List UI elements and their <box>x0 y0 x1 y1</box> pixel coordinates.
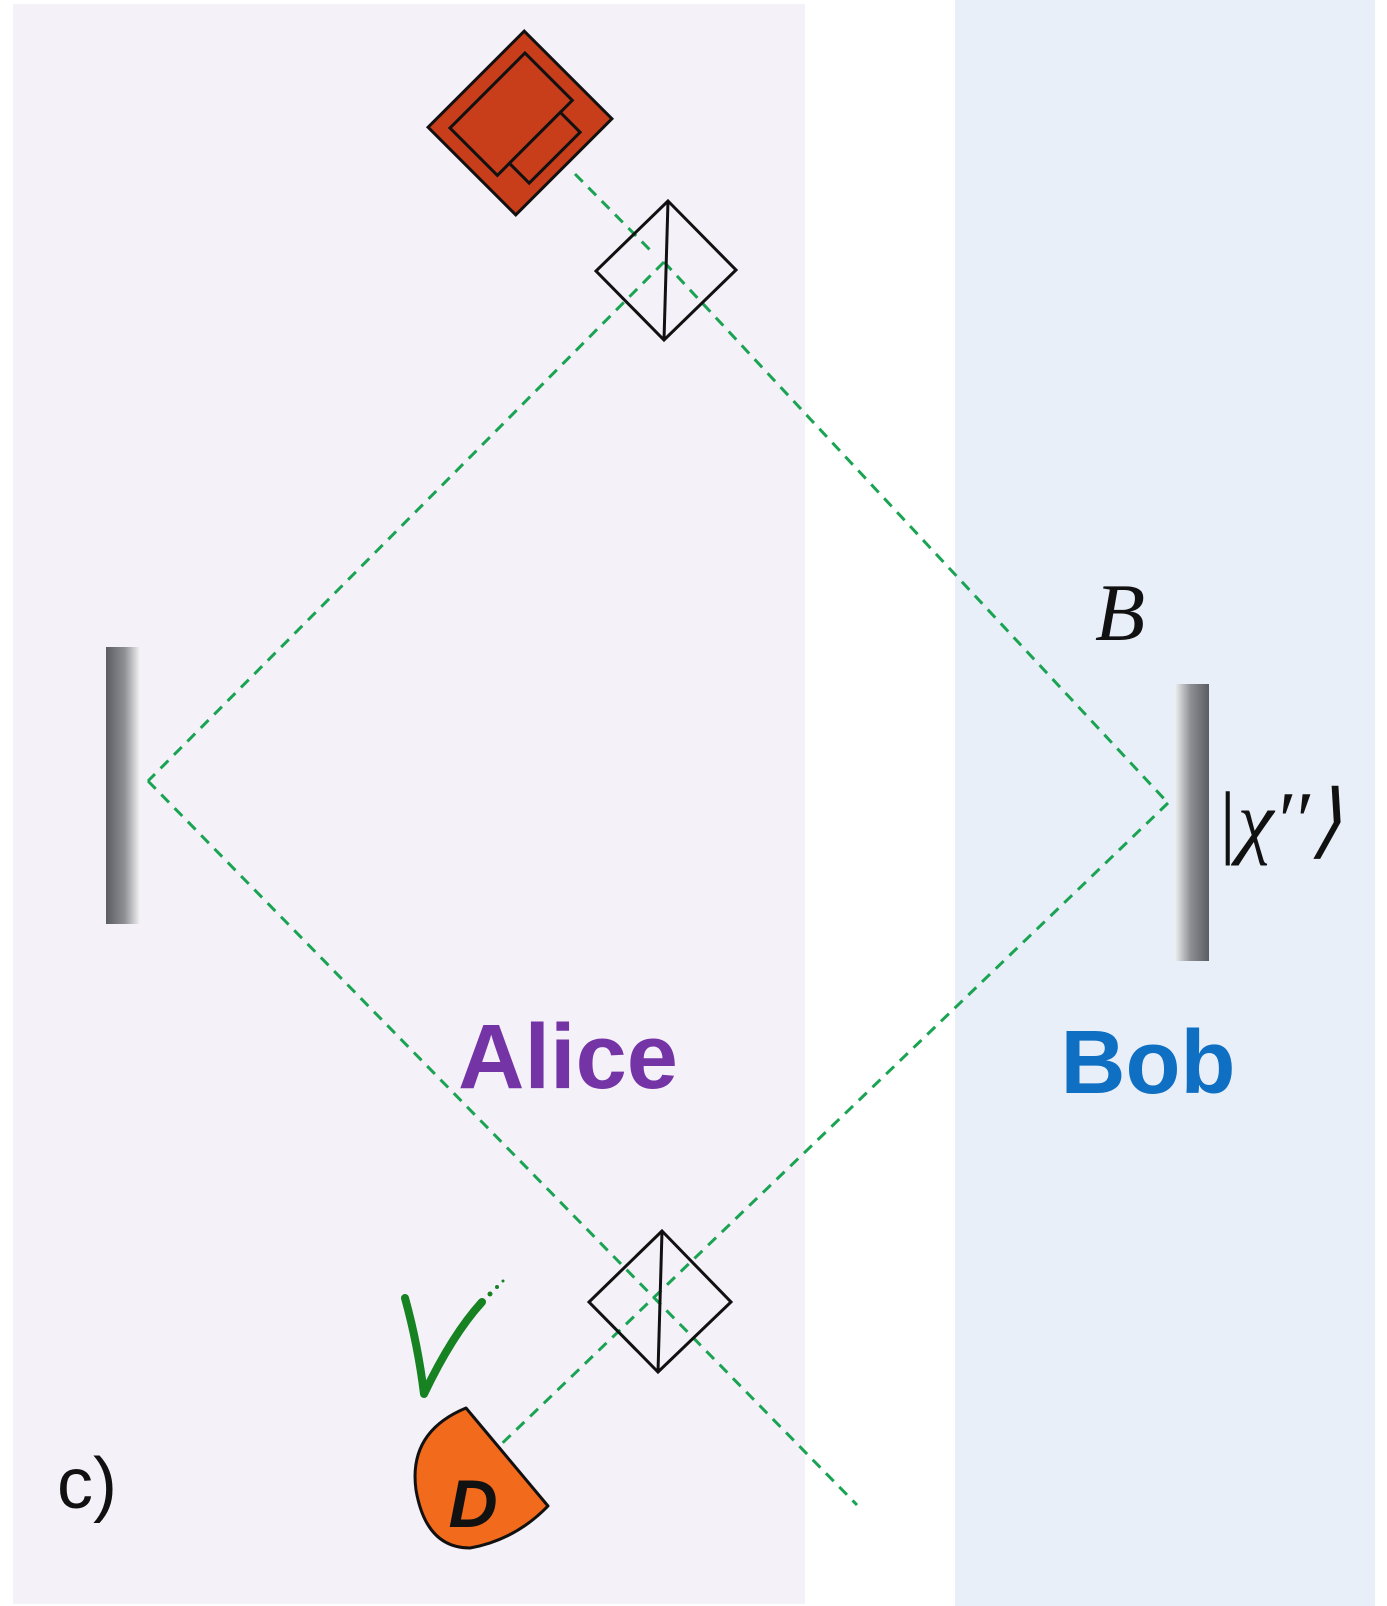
checkmark-icon <box>401 1279 505 1398</box>
alice-region <box>13 4 805 1604</box>
mirror-icon <box>1175 684 1209 961</box>
bob-label: Bob <box>1061 1013 1236 1113</box>
laser-source-tab <box>507 110 583 186</box>
beam-splitter-bottom-divider <box>656 1230 664 1373</box>
bob-region <box>955 0 1375 1606</box>
panel-label: c) <box>57 1444 117 1524</box>
checkmark-dot <box>495 1285 499 1289</box>
beam-splitter-to-right-mirror <box>662 260 1170 805</box>
beam-splitter-icon <box>593 198 739 343</box>
detector-label: D <box>448 1466 497 1542</box>
checkmark-dot <box>501 1279 505 1283</box>
alice-label: Alice <box>458 1006 678 1108</box>
beam-splitter-icon <box>586 1228 734 1375</box>
beam-left-mirror-to-output <box>146 779 859 1507</box>
laser-source-icon <box>425 28 615 218</box>
mirror-icon <box>106 647 140 924</box>
beam-paths <box>146 172 1170 1507</box>
state-label: |χ′′⟩ <box>1215 775 1341 866</box>
detector-icon <box>413 1406 550 1550</box>
checkmark-dot <box>487 1291 493 1297</box>
beam-splitter-top-divider <box>662 200 670 341</box>
beam-right-mirror-to-detector <box>488 801 1170 1457</box>
checkmark-stroke <box>401 1294 486 1398</box>
detector-body <box>413 1406 550 1550</box>
beam-splitter-to-left-mirror <box>146 260 666 783</box>
mirror-b-label: B <box>1095 567 1145 658</box>
